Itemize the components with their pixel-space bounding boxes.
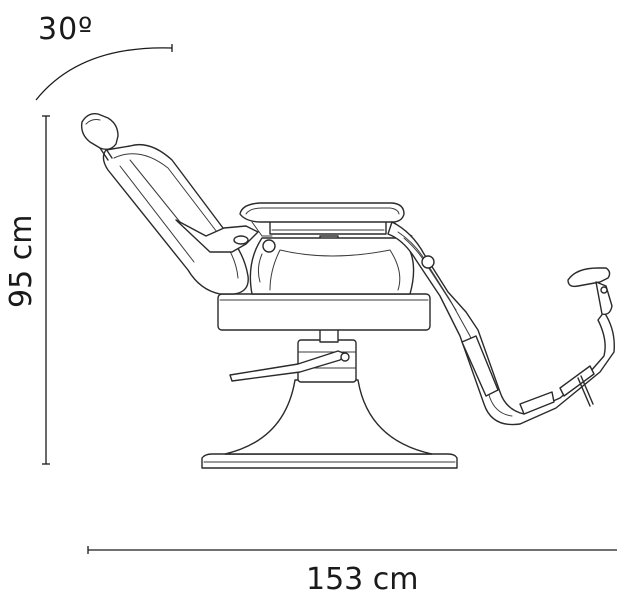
chair-legrest: [387, 221, 615, 426]
length-dimension-label: 153 cm: [306, 562, 419, 597]
chair-backrest: [99, 143, 276, 295]
height-dimension-label: 95 cm: [4, 214, 39, 308]
chair-armrest: [239, 202, 413, 237]
chair-seat: [217, 215, 431, 331]
recline-angle-label: 30º: [38, 12, 94, 47]
chair-headrest: [80, 112, 119, 151]
recline-angle-arc: [35, 47, 173, 101]
